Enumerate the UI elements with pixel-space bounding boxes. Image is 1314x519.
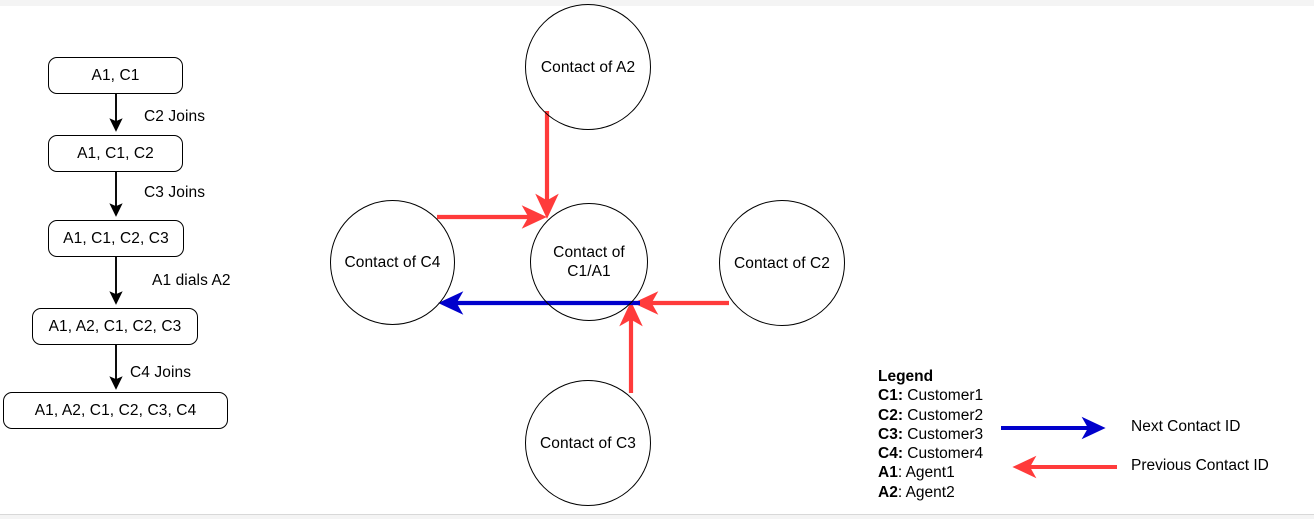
legend-next-contact-id-label: Next Contact ID	[1131, 418, 1240, 436]
legend-entry-c3-sep: :	[897, 425, 903, 443]
node-contact-of-c2-label: Contact of C2	[733, 254, 831, 272]
legend-entry-c2-value: Customer2	[903, 406, 984, 424]
legend-entry-a1-value: Agent1	[902, 464, 955, 482]
node-contact-of-c1-a1-label: Contact of C1/A1	[553, 244, 625, 280]
flow-label-c3-joins-text: C3 Joins	[144, 184, 206, 201]
legend-entry-c3-key: C3	[878, 425, 898, 443]
legend-entry-a2-sep: :	[897, 483, 903, 501]
legend-entry-a1: A1: Agent1	[878, 463, 983, 482]
flow-label-c4-joins-text: C4 Joins	[130, 364, 192, 381]
legend-entry-c4-key: C4	[878, 445, 898, 463]
node-contact-of-c3[interactable]: Contact of C3	[525, 380, 651, 506]
legend-previous-contact-id-text: Previous Contact ID	[1131, 457, 1269, 474]
legend-entry-c2-sep: :	[897, 406, 903, 424]
flow-label-c3-joins: C3 Joins	[144, 184, 205, 202]
legend-entry-a1-sep: :	[897, 464, 903, 482]
flow-label-c2-joins-text: C2 Joins	[144, 108, 206, 125]
top-edge-band	[0, 0, 1314, 6]
legend-entry-c1: C1: Customer1	[878, 386, 983, 405]
legend-entry-c1-sep: :	[897, 387, 903, 405]
flow-box-1: A1, C1	[48, 57, 183, 94]
node-contact-of-c4[interactable]: Contact of C4	[330, 200, 455, 325]
flow-box-1-label: A1, C1	[91, 66, 140, 84]
legend-entry-c4-value: Customer4	[903, 445, 984, 463]
flow-box-2-label: A1, C1, C2	[77, 144, 154, 162]
node-contact-of-c1-a1[interactable]: Contact of C1/A1	[530, 203, 648, 321]
legend-entry-c1-value: Customer1	[903, 387, 984, 405]
legend-entry-c2-key: C2	[878, 406, 898, 424]
legend-entry-a2: A2: Agent2	[878, 483, 983, 502]
bottom-edge-band	[0, 514, 1314, 519]
flow-box-3: A1, C1, C2, C3	[48, 220, 184, 257]
legend-entry-c1-key: C1	[878, 387, 898, 405]
node-contact-of-a2-label: Contact of A2	[540, 58, 636, 76]
legend: Legend C1: Customer1 C2: Customer2 C3: C…	[878, 367, 983, 502]
node-contact-of-a2[interactable]: Contact of A2	[525, 4, 651, 130]
flow-box-4-label: A1, A2, C1, C2, C3	[48, 317, 182, 335]
legend-title: Legend	[878, 368, 934, 385]
flow-box-5-label: A1, A2, C1, C2, C3, C4	[34, 401, 197, 419]
legend-entry-c3: C3: Customer3	[878, 425, 983, 444]
flow-label-a1-dials-a2: A1 dials A2	[152, 272, 231, 290]
legend-entry-c4-sep: :	[897, 445, 903, 463]
legend-next-contact-id-text: Next Contact ID	[1131, 418, 1241, 435]
node-contact-of-c4-label: Contact of C4	[344, 254, 441, 271]
flow-label-c4-joins: C4 Joins	[130, 364, 191, 382]
flow-box-4: A1, A2, C1, C2, C3	[32, 308, 198, 345]
legend-previous-contact-id-label: Previous Contact ID	[1131, 457, 1269, 475]
legend-entry-a2-key: A2	[878, 483, 898, 501]
flow-box-5: A1, A2, C1, C2, C3, C4	[3, 392, 228, 429]
legend-entry-a1-key: A1	[878, 464, 898, 482]
flow-label-a1-dials-a2-text: A1 dials A2	[152, 272, 231, 289]
flow-label-c2-joins: C2 Joins	[144, 108, 205, 126]
flow-box-3-label: A1, C1, C2, C3	[63, 229, 169, 247]
legend-entry-c2: C2: Customer2	[878, 406, 983, 425]
legend-entry-c4: C4: Customer4	[878, 444, 983, 463]
node-contact-of-c3-label: Contact of C3	[539, 434, 637, 452]
flow-box-2: A1, C1, C2	[48, 135, 183, 172]
legend-entry-c3-value: Customer3	[903, 425, 984, 443]
legend-entry-a2-value: Agent2	[902, 483, 955, 501]
node-contact-of-c2[interactable]: Contact of C2	[719, 200, 845, 326]
